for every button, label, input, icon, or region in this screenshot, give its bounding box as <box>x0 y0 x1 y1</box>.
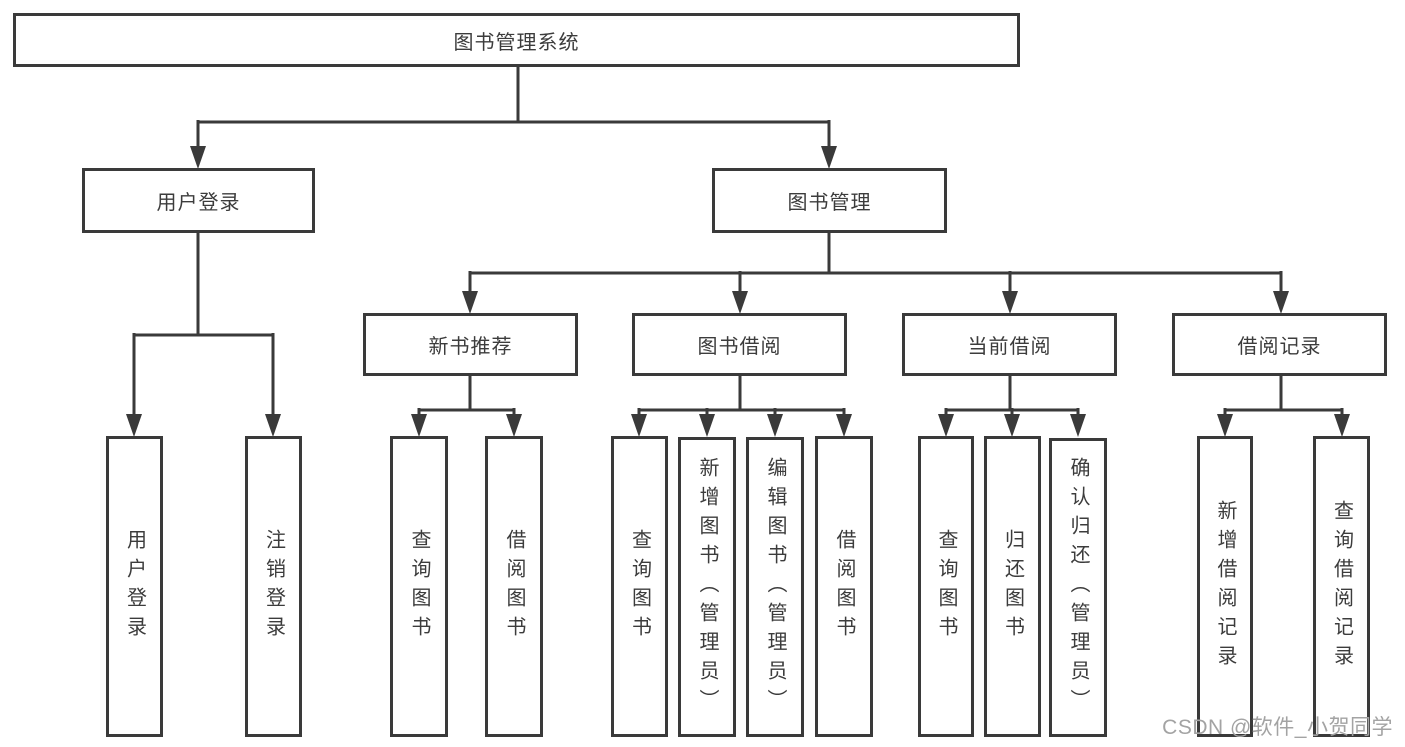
node-label: 借阅记录 <box>1237 336 1322 358</box>
leaf-borrow-books-2: 借阅图书 <box>815 436 873 737</box>
leaf-borrow-books-recommend: 借阅图书 <box>485 436 543 737</box>
leaf-query-borrow-record: 查询借阅记录 <box>1313 436 1370 737</box>
node-label: 图书管理 <box>787 192 872 214</box>
node-label: 当前借阅 <box>967 336 1052 358</box>
leaf-query-books-borrow: 查询图书 <box>611 436 668 737</box>
leaf-user-login: 用户登录 <box>106 436 163 737</box>
node-label: 编辑图书（管理员） <box>764 456 786 718</box>
leaf-logout: 注销登录 <box>245 436 302 737</box>
leaf-add-borrow-record: 新增借阅记录 <box>1197 436 1253 737</box>
csdn-watermark: CSDN @软件_小贺同学 <box>1162 716 1393 739</box>
node-label: 图书管理系统 <box>453 31 580 54</box>
node-label: 查询图书 <box>935 528 957 645</box>
node-label: 用户登录 <box>156 192 241 214</box>
node-label: 确认归还（管理员） <box>1067 457 1089 718</box>
node-current-borrowing: 当前借阅 <box>902 313 1117 376</box>
node-label: 新增借阅记录 <box>1214 499 1236 674</box>
node-borrowing-records: 借阅记录 <box>1172 313 1387 376</box>
node-book-borrowing: 图书借阅 <box>632 313 847 376</box>
node-label: 借阅图书 <box>503 528 525 645</box>
node-label: 图书借阅 <box>697 336 782 358</box>
node-label: 查询图书 <box>408 528 430 645</box>
node-label: 查询借阅记录 <box>1330 499 1353 674</box>
leaf-query-books-current: 查询图书 <box>918 436 974 737</box>
node-label: 用户登录 <box>123 528 146 645</box>
node-label: 注销登录 <box>262 528 285 645</box>
node-label: 新增图书（管理员） <box>696 456 718 718</box>
leaf-add-book-admin: 新增图书（管理员） <box>678 437 736 737</box>
arrowheads <box>126 146 1350 437</box>
node-new-book-recommendation: 新书推荐 <box>363 313 578 376</box>
node-label: 借阅图书 <box>833 528 855 645</box>
node-label: 新书推荐 <box>428 336 513 358</box>
node-library-management-system: 图书管理系统 <box>13 13 1020 67</box>
node-user-login: 用户登录 <box>82 168 315 233</box>
leaf-edit-book-admin: 编辑图书（管理员） <box>746 437 804 737</box>
leaf-query-books-recommend: 查询图书 <box>390 436 448 737</box>
leaf-return-book: 归还图书 <box>984 436 1041 737</box>
leaf-confirm-return-admin: 确认归还（管理员） <box>1049 438 1107 737</box>
node-label: 归还图书 <box>1001 528 1024 645</box>
node-label: 查询图书 <box>628 528 651 645</box>
node-book-management: 图书管理 <box>712 168 947 233</box>
